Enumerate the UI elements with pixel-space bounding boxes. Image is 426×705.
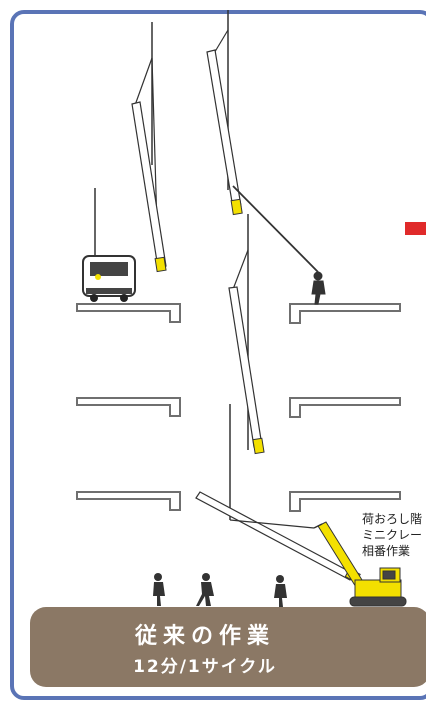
worker-ground-3 xyxy=(274,575,287,607)
mini-crane xyxy=(313,521,407,607)
side-note-line-2: ミニクレー xyxy=(362,528,423,542)
banner-subtitle: 12分/1サイクル xyxy=(133,657,277,677)
slab-right-top xyxy=(289,303,401,324)
slab-right-mid xyxy=(289,397,401,418)
slab-right-low xyxy=(289,491,401,512)
side-note-line-3: 相番作業 xyxy=(362,544,411,558)
banner-title: 従来の作業 xyxy=(134,624,275,649)
slab-left-mid xyxy=(76,397,181,417)
ground-banner xyxy=(30,607,426,687)
slab-left-top xyxy=(76,303,181,323)
red-marker xyxy=(405,222,426,235)
worker-ground-1 xyxy=(153,573,165,606)
pipe-lift-2 xyxy=(206,10,319,273)
worker-ground-2 xyxy=(196,573,214,606)
worker-top-right xyxy=(311,271,326,305)
slab-left-low xyxy=(76,491,181,511)
outer-border xyxy=(10,10,426,700)
pipe-lift-1 xyxy=(131,22,167,273)
side-note-line-1: 荷おろし階 xyxy=(362,512,423,526)
pipe-lift-3 xyxy=(228,214,265,455)
crane-vehicle xyxy=(82,188,136,302)
